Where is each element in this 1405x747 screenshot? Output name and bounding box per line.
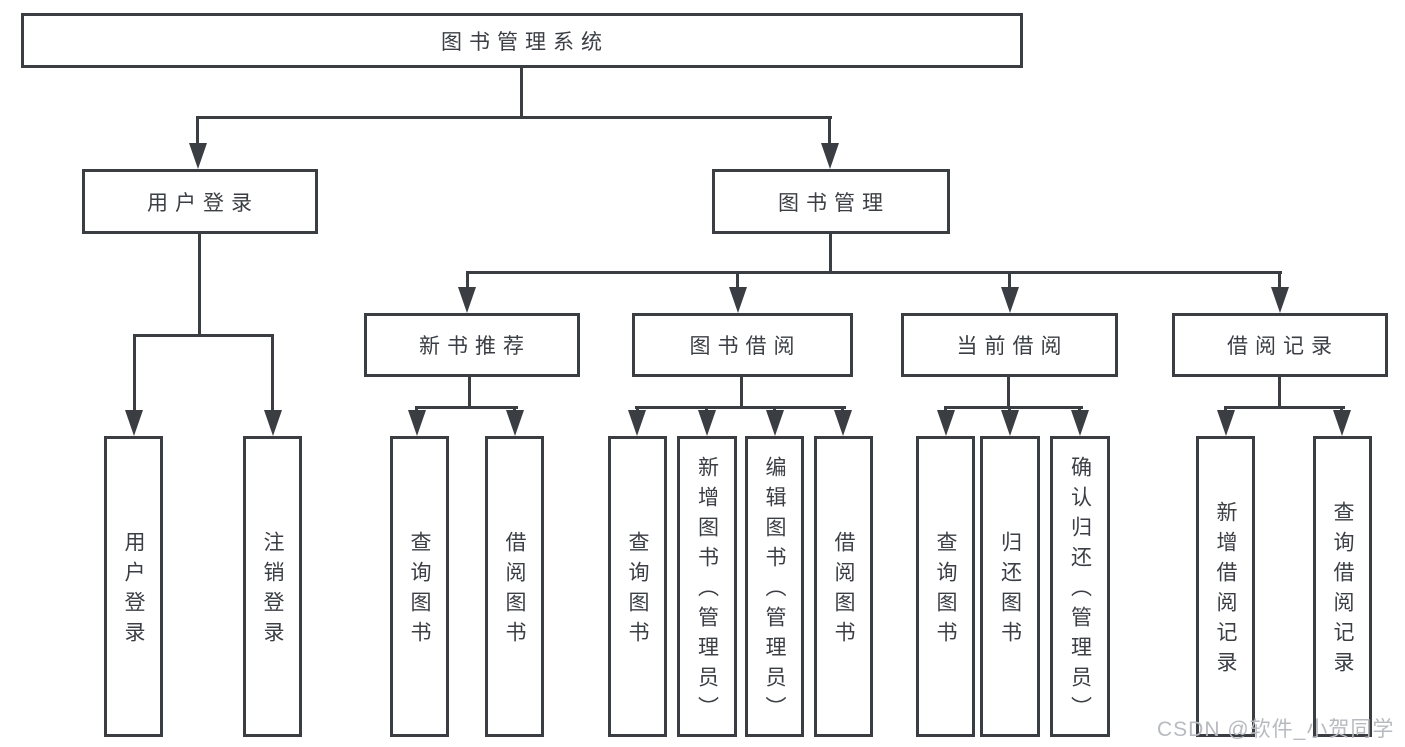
- connector-level2-rail: [466, 271, 1282, 274]
- connector-borrow-records-stem: [1278, 375, 1281, 408]
- node-user-login: 用户登录: [82, 169, 318, 234]
- connector-borrow-records-rail: [1224, 406, 1345, 409]
- node-label: 借阅记录: [1227, 335, 1339, 358]
- arrow-down-icon: [729, 287, 747, 313]
- leaf-label: 注销登录: [261, 530, 284, 651]
- leaf-label: 新增借阅记录: [1214, 500, 1237, 681]
- connector-user-login-rail: [133, 334, 274, 337]
- arrow-down-icon: [1071, 410, 1089, 436]
- leaf-edit-book-admin: 编辑图书（管理员）: [745, 436, 804, 737]
- leaf-label: 查询图书: [626, 530, 649, 651]
- leaf-label: 确认归还（管理员）: [1068, 455, 1092, 726]
- node-book-management: 图书管理: [712, 169, 950, 234]
- node-label: 图书借阅: [689, 335, 802, 358]
- connector-current-borrow-rail: [944, 406, 1083, 409]
- leaf-label: 用户登录: [122, 530, 145, 651]
- connector-book-management-stem: [829, 231, 832, 274]
- arrow-down-icon: [506, 410, 524, 436]
- node-label: 用户登录: [147, 191, 259, 215]
- connector-drop-borrow-records: [1278, 271, 1281, 291]
- connector-drop-book-management: [828, 116, 831, 146]
- leaf-logout: 注销登录: [243, 436, 302, 737]
- arrow-down-icon: [264, 410, 282, 436]
- arrow-down-icon: [834, 410, 852, 436]
- connector-new-book-stem: [468, 375, 471, 408]
- leaf-label: 查询借阅记录: [1331, 500, 1354, 681]
- connector-new-book-rail: [415, 406, 518, 409]
- leaf-label: 编辑图书（管理员）: [763, 455, 786, 726]
- arrow-down-icon: [1001, 287, 1019, 313]
- connector-root-stem: [520, 66, 523, 118]
- arrow-down-icon: [1217, 410, 1235, 436]
- node-book-borrowing: 图书借阅: [632, 313, 853, 377]
- arrow-down-icon: [1001, 410, 1019, 436]
- leaf-label: 归还图书: [998, 530, 1022, 651]
- node-current-borrowing: 当前借阅: [901, 313, 1118, 377]
- leaf-return-books: 归还图书: [980, 436, 1040, 737]
- connector-level1-rail: [197, 116, 832, 119]
- leaf-query-borrow-record: 查询借阅记录: [1313, 436, 1372, 737]
- leaf-query-books-recommend: 查询图书: [390, 436, 449, 737]
- leaf-confirm-return-admin: 确认归还（管理员）: [1050, 436, 1110, 737]
- node-label: 图书管理: [778, 191, 890, 215]
- leaf-add-borrow-record: 新增借阅记录: [1196, 436, 1255, 737]
- arrow-down-icon: [821, 143, 839, 169]
- node-library-management-system: 图书管理系统: [21, 13, 1023, 68]
- arrow-down-icon: [189, 143, 207, 169]
- connector-book-borrow-stem: [740, 375, 743, 408]
- arrow-down-icon: [628, 410, 646, 436]
- leaf-add-book-admin: 新增图书（管理员）: [677, 436, 737, 737]
- leaf-query-books-current: 查询图书: [916, 436, 975, 737]
- csdn-watermark: CSDN @软件_小贺同学: [1157, 718, 1395, 741]
- leaf-label: 借阅图书: [503, 530, 526, 651]
- leaf-borrow-books-borrowing: 借阅图书: [814, 436, 873, 737]
- leaf-user-login: 用户登录: [104, 436, 163, 737]
- connector-drop-leaf-user-login: [133, 334, 136, 414]
- connector-drop-leaf-logout: [271, 334, 274, 414]
- arrow-down-icon: [1271, 287, 1289, 313]
- node-borrowing-records: 借阅记录: [1172, 313, 1388, 377]
- arrow-down-icon: [766, 410, 784, 436]
- arrow-down-icon: [408, 410, 426, 436]
- connector-user-login-stem: [198, 231, 201, 336]
- connector-book-borrow-rail: [635, 406, 846, 409]
- connector-drop-user-login: [196, 116, 199, 146]
- node-label: 新书推荐: [419, 335, 531, 358]
- node-new-book-recommendation: 新书推荐: [364, 313, 580, 377]
- node-label: 图书管理系统: [441, 30, 609, 54]
- leaf-label: 查询图书: [408, 530, 431, 651]
- node-label: 当前借阅: [956, 335, 1069, 358]
- arrow-down-icon: [937, 410, 955, 436]
- connector-current-borrow-stem: [1007, 375, 1010, 408]
- leaf-label: 借阅图书: [832, 530, 855, 651]
- connector-drop-book-borrow: [736, 271, 739, 291]
- arrow-down-icon: [698, 410, 716, 436]
- leaf-borrow-books-recommend: 借阅图书: [485, 436, 544, 737]
- connector-drop-new-book: [466, 271, 469, 291]
- leaf-label: 查询图书: [934, 530, 957, 651]
- leaf-label: 新增图书（管理员）: [695, 455, 719, 726]
- arrow-down-icon: [458, 287, 476, 313]
- arrow-down-icon: [1333, 410, 1351, 436]
- arrow-down-icon: [125, 410, 143, 436]
- leaf-query-books-borrowing: 查询图书: [608, 436, 667, 737]
- connector-drop-current-borrow: [1008, 271, 1011, 291]
